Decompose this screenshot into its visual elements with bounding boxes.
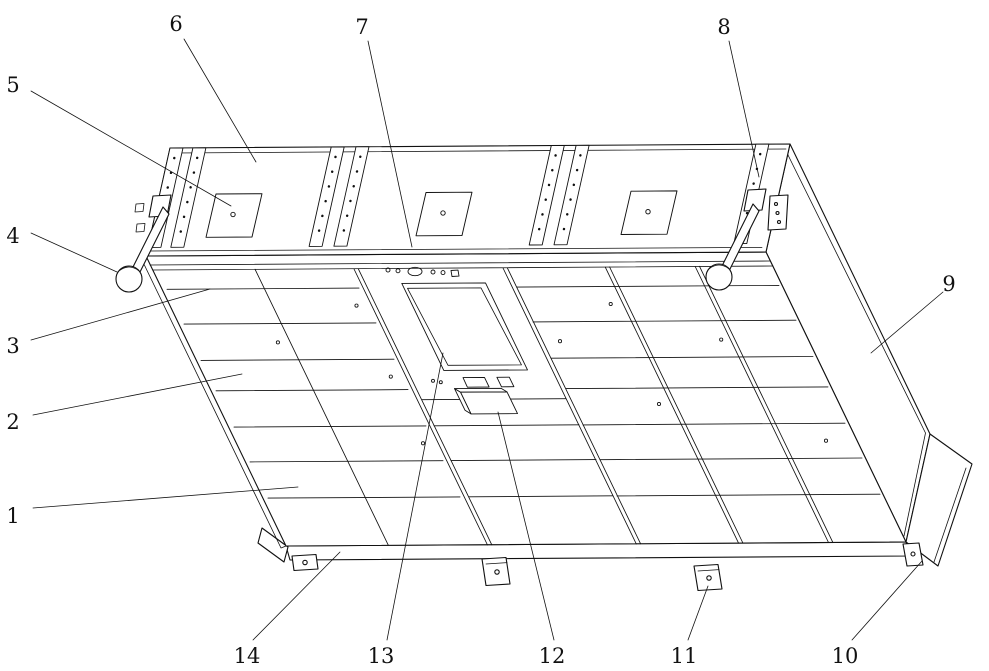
leader-line-14	[252, 551, 341, 641]
callout-2: 2	[6, 410, 19, 434]
leader-line-13	[386, 352, 444, 641]
base-frame	[257, 527, 911, 563]
right-handle	[705, 188, 789, 291]
left-handle-knob	[115, 265, 143, 293]
callout-3: 3	[6, 334, 19, 358]
callout-14: 14	[234, 644, 261, 668]
roof-hatch-3	[620, 190, 678, 235]
leader-line-11	[687, 585, 709, 641]
callout-8: 8	[717, 15, 730, 39]
callout-6: 6	[169, 12, 182, 36]
foot-center	[481, 556, 511, 587]
leader-line-7	[367, 40, 413, 248]
leader-lines	[30, 38, 944, 641]
roof-hatch-1	[205, 193, 263, 238]
button-row	[431, 376, 515, 388]
speaker-camera-row	[385, 266, 460, 277]
locker-grid	[166, 265, 881, 546]
roof-hatches	[205, 190, 678, 238]
callout-12: 12	[539, 644, 566, 668]
leader-line-6	[183, 38, 257, 163]
callout-10: 10	[832, 644, 859, 668]
side-access-flap	[905, 433, 973, 567]
leader-line-8	[728, 40, 760, 178]
leader-line-3	[30, 288, 211, 341]
callout-4: 4	[6, 224, 19, 248]
leader-line-4	[30, 232, 118, 273]
callout-5: 5	[6, 73, 19, 97]
leader-line-2	[32, 373, 243, 416]
control-panel	[385, 266, 528, 415]
right-handle-knob	[705, 263, 733, 291]
display-screen	[401, 282, 528, 371]
callout-7: 7	[355, 15, 368, 39]
roof-hatch-2	[415, 191, 473, 237]
keypad-scanner	[454, 387, 518, 415]
leader-line-5	[30, 90, 232, 207]
callout-11: 11	[671, 644, 698, 668]
leader-line-10	[851, 560, 923, 641]
leader-line-9	[870, 291, 944, 354]
leader-line-1	[32, 486, 299, 509]
foot-right-center	[693, 563, 723, 592]
callout-1: 1	[6, 504, 19, 528]
leader-line-12	[497, 411, 555, 641]
left-handle	[115, 194, 172, 293]
foot-corner	[902, 542, 924, 567]
foot-left	[291, 553, 319, 572]
callout-9: 9	[942, 272, 955, 296]
callout-13: 13	[368, 644, 395, 668]
